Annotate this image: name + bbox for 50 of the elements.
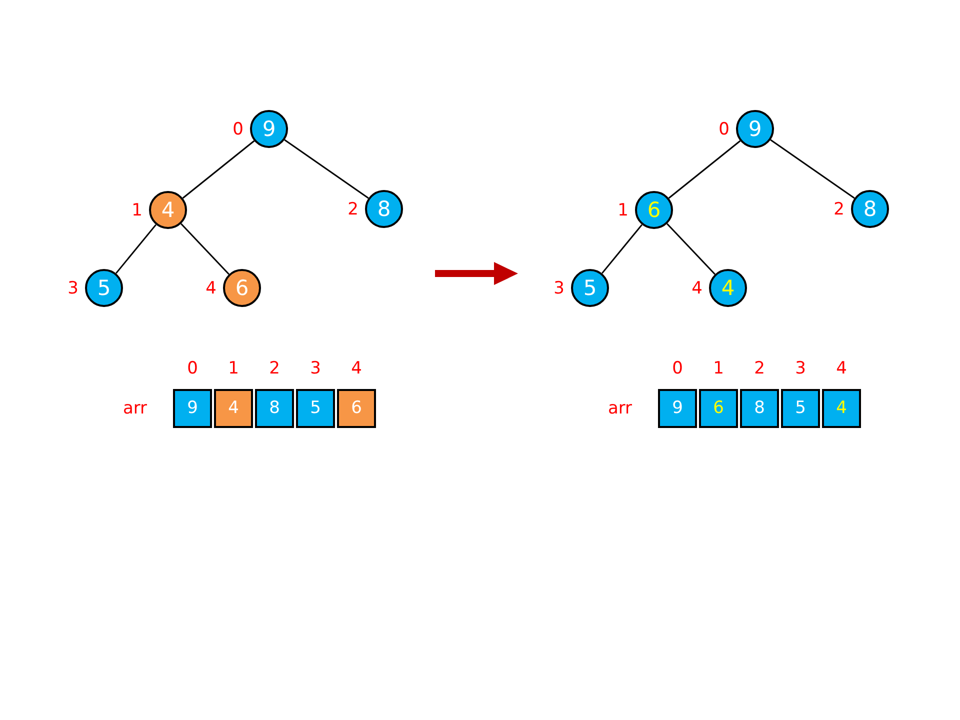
heap-node: 4 [709, 269, 747, 307]
array-cell: 5 [781, 389, 820, 428]
tree-edge [770, 139, 855, 199]
index-label: 2 [834, 202, 844, 218]
index-label: 2 [348, 202, 358, 218]
index-label: 0 [232, 122, 244, 138]
heap-node: 8 [851, 190, 889, 228]
index-label: 3 [795, 360, 806, 378]
tree-edge [115, 224, 157, 274]
array-cell: 8 [740, 389, 779, 428]
tree-edge [668, 140, 741, 199]
tree-edge [666, 223, 716, 275]
index-label: 4 [206, 280, 216, 298]
tree-edge [601, 224, 643, 274]
array-name: arr [608, 400, 632, 418]
index-label: 3 [554, 280, 564, 298]
heap-node: 5 [85, 269, 123, 307]
tree-edge [284, 139, 369, 199]
index-label: 1 [713, 360, 724, 378]
index-label: 2 [754, 360, 765, 378]
heap-node: 9 [250, 110, 288, 148]
index-label: 4 [351, 360, 362, 378]
array-cell: 6 [699, 389, 738, 428]
heap-node: 8 [365, 190, 403, 228]
heap-node: 4 [149, 191, 187, 229]
index-label: 1 [132, 202, 142, 220]
array-cell: 9 [658, 389, 697, 428]
index-label: 4 [836, 360, 847, 378]
array-cell: 6 [337, 389, 376, 428]
array-cell: 5 [296, 389, 335, 428]
index-label: 3 [68, 280, 78, 298]
array-cell: 4 [214, 389, 253, 428]
index-label: 2 [269, 360, 280, 378]
heap-node: 9 [736, 110, 774, 148]
index-label: 3 [310, 360, 321, 378]
index-label: 0 [718, 122, 730, 138]
array-cell: 8 [255, 389, 294, 428]
index-label: 4 [692, 280, 702, 298]
tree-edge [180, 223, 230, 275]
array-cell: 4 [822, 389, 861, 428]
array-name: arr [122, 400, 148, 418]
index-label: 0 [187, 360, 198, 378]
array-cell: 9 [173, 389, 212, 428]
index-label: 1 [228, 360, 239, 378]
heap-node: 6 [635, 191, 673, 229]
index-label: 0 [672, 360, 683, 378]
tree-edge [182, 140, 255, 199]
index-label: 1 [618, 202, 628, 220]
heap-node: 6 [223, 269, 261, 307]
heap-node: 5 [571, 269, 609, 307]
